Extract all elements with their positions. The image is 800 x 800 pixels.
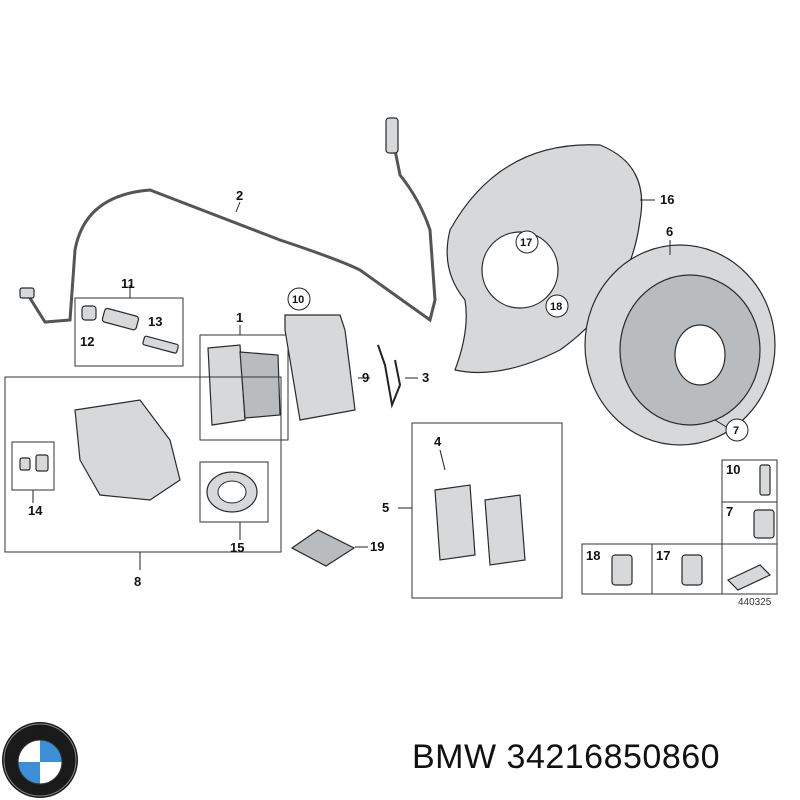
svg-text:7: 7 <box>733 425 739 437</box>
grease-pack <box>290 529 356 567</box>
arrow-box <box>721 543 778 595</box>
callout-7-box: 7 <box>726 504 733 519</box>
caliper-box <box>4 376 282 553</box>
svg-text:17: 17 <box>520 237 532 249</box>
callout-8: 8 <box>134 574 141 589</box>
callout-16: 16 <box>660 192 674 207</box>
anti-rattle-clips <box>434 484 526 566</box>
callout-14: 14 <box>28 503 43 518</box>
part-number: 34216850860 <box>506 738 721 776</box>
part-caption: BMW 34216850860 <box>412 738 720 777</box>
callout-5: 5 <box>382 500 389 515</box>
leader-lines <box>32 199 729 570</box>
circled-callout-17: 17 <box>515 230 539 254</box>
circled-callout-18: 18 <box>545 294 569 318</box>
clip-kit-box <box>411 422 563 599</box>
svg-text:10: 10 <box>292 294 304 306</box>
bmw-logo <box>2 722 78 798</box>
callout-18-box: 18 <box>586 548 600 563</box>
callout-17-box: 17 <box>656 548 670 563</box>
callout-9: 9 <box>362 370 369 385</box>
svg-text:18: 18 <box>550 301 562 313</box>
callout-10: 10 <box>726 462 740 477</box>
guide-bolts <box>81 305 179 354</box>
circled-callout-7: 7 <box>725 418 749 442</box>
bleeder-valve <box>19 454 49 472</box>
callout-11: 11 <box>121 276 135 291</box>
spring-clip <box>377 344 402 409</box>
reference-number: 440325 <box>738 597 772 608</box>
brake-pad-box <box>199 334 289 441</box>
arrow-icon <box>726 564 772 591</box>
brake-disc <box>584 244 776 446</box>
wear-sensor-cable <box>19 117 437 324</box>
brake-pads <box>207 344 281 426</box>
callout-12: 12 <box>80 334 94 349</box>
callout-4: 4 <box>434 434 442 449</box>
circled-callout-10: 10 <box>287 287 311 311</box>
seal-box <box>199 461 269 523</box>
callout-6: 6 <box>666 224 673 239</box>
callout-13: 13 <box>148 314 162 329</box>
callout-15: 15 <box>230 540 244 555</box>
repair-kit-box <box>74 297 184 367</box>
callout-19: 19 <box>370 539 384 554</box>
callout-2: 2 <box>236 188 243 203</box>
callout-1: 1 <box>236 310 243 325</box>
piston-seal <box>206 471 258 513</box>
callout-3: 3 <box>422 370 429 385</box>
brake-caliper <box>74 399 181 501</box>
caliper-carrier <box>284 314 356 421</box>
bolts <box>611 464 775 591</box>
brand-name: BMW <box>412 738 497 776</box>
